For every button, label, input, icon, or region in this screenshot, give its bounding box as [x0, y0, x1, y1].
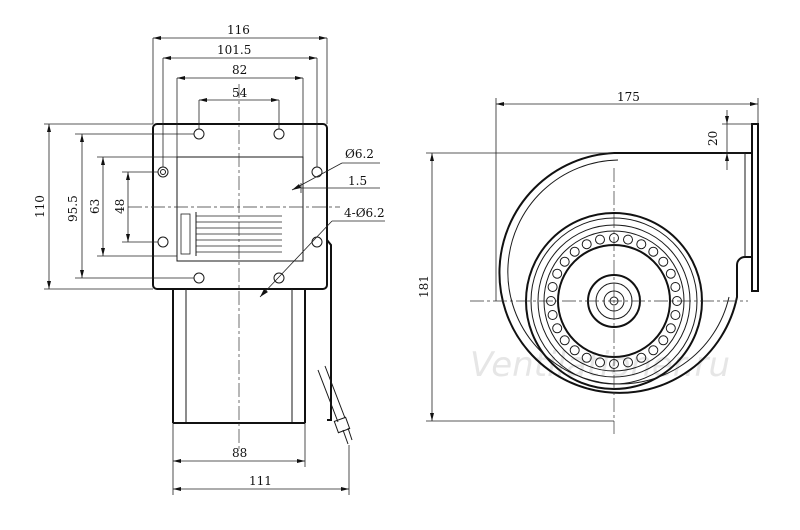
impeller-blade-hole	[636, 239, 647, 250]
dim-flange-20: 20	[706, 131, 720, 146]
impeller-blade-hole	[552, 323, 563, 334]
side-left-dimension: 181	[417, 152, 614, 422]
dim-height-110: 110	[33, 195, 47, 218]
impeller-blade-hole	[648, 246, 659, 257]
dim-height-48: 48	[113, 199, 127, 214]
impeller-blade-hole	[623, 234, 633, 245]
dim-width-116: 116	[227, 23, 250, 37]
impeller-blade-hole	[559, 256, 570, 267]
impeller-blade-hole	[670, 310, 681, 320]
impeller-blade-hole	[595, 357, 605, 368]
front-left-dimensions: 110 95.5 63 48	[33, 123, 194, 290]
scroll-inner-edge	[507, 159, 730, 385]
callout-offset: 1.5	[348, 174, 367, 188]
side-flange-dimension: 20	[706, 110, 752, 170]
dim-height-63: 63	[88, 199, 102, 214]
watermark: Ventilationer.ru	[470, 345, 730, 385]
impeller-blade-hole	[658, 335, 669, 346]
front-top-dimensions: 116 101.5 82 54	[152, 23, 328, 167]
front-right-callouts: Ø6.2 1.5 4-Ø6.2	[259, 147, 385, 298]
mounting-holes	[157, 128, 323, 284]
side-top-dimension: 175	[495, 90, 759, 301]
impeller-blade-hole	[665, 268, 676, 279]
callout-four-holes: 4-Ø6.2	[344, 206, 385, 220]
dim-width-54: 54	[232, 86, 248, 100]
impeller-blade-hole	[552, 268, 563, 279]
dim-bottom-111: 111	[249, 474, 272, 488]
impeller-blade-hole	[658, 256, 669, 267]
impeller-blades-front	[180, 212, 282, 256]
dim-bottom-88: 88	[232, 446, 247, 460]
front-view: 116 101.5 82 54	[33, 23, 385, 495]
side-view: 175 20 181	[417, 90, 759, 434]
impeller-blade-hole	[595, 234, 605, 245]
callout-hole-diameter: Ø6.2	[345, 147, 374, 161]
impeller-blade-hole	[648, 345, 659, 356]
impeller-blade-hole	[623, 357, 633, 368]
dim-height-95-5: 95.5	[66, 195, 80, 222]
front-bottom-dimensions: 88 111	[172, 423, 350, 495]
outlet-opening	[176, 156, 304, 262]
impeller-blade-hole	[569, 246, 580, 257]
dim-width-101-5: 101.5	[217, 43, 251, 57]
impeller-blade-hole	[670, 282, 681, 292]
outlet-flange	[751, 123, 759, 292]
impeller-blade-hole	[636, 352, 647, 363]
impeller-blade-hole	[581, 239, 592, 250]
impeller-blade-hole	[559, 335, 570, 346]
dim-width-82: 82	[232, 63, 247, 77]
impeller-blade-hole	[569, 345, 580, 356]
front-flange-plate	[152, 123, 328, 290]
front-body	[172, 239, 353, 445]
impeller-blade-hole	[547, 282, 558, 292]
dim-width-175: 175	[617, 90, 640, 104]
scroll-housing	[498, 152, 753, 394]
impeller-blade-hole	[547, 310, 558, 320]
dim-height-181: 181	[417, 275, 431, 298]
impeller-blade-hole	[665, 323, 676, 334]
impeller-blade-hole	[581, 352, 592, 363]
